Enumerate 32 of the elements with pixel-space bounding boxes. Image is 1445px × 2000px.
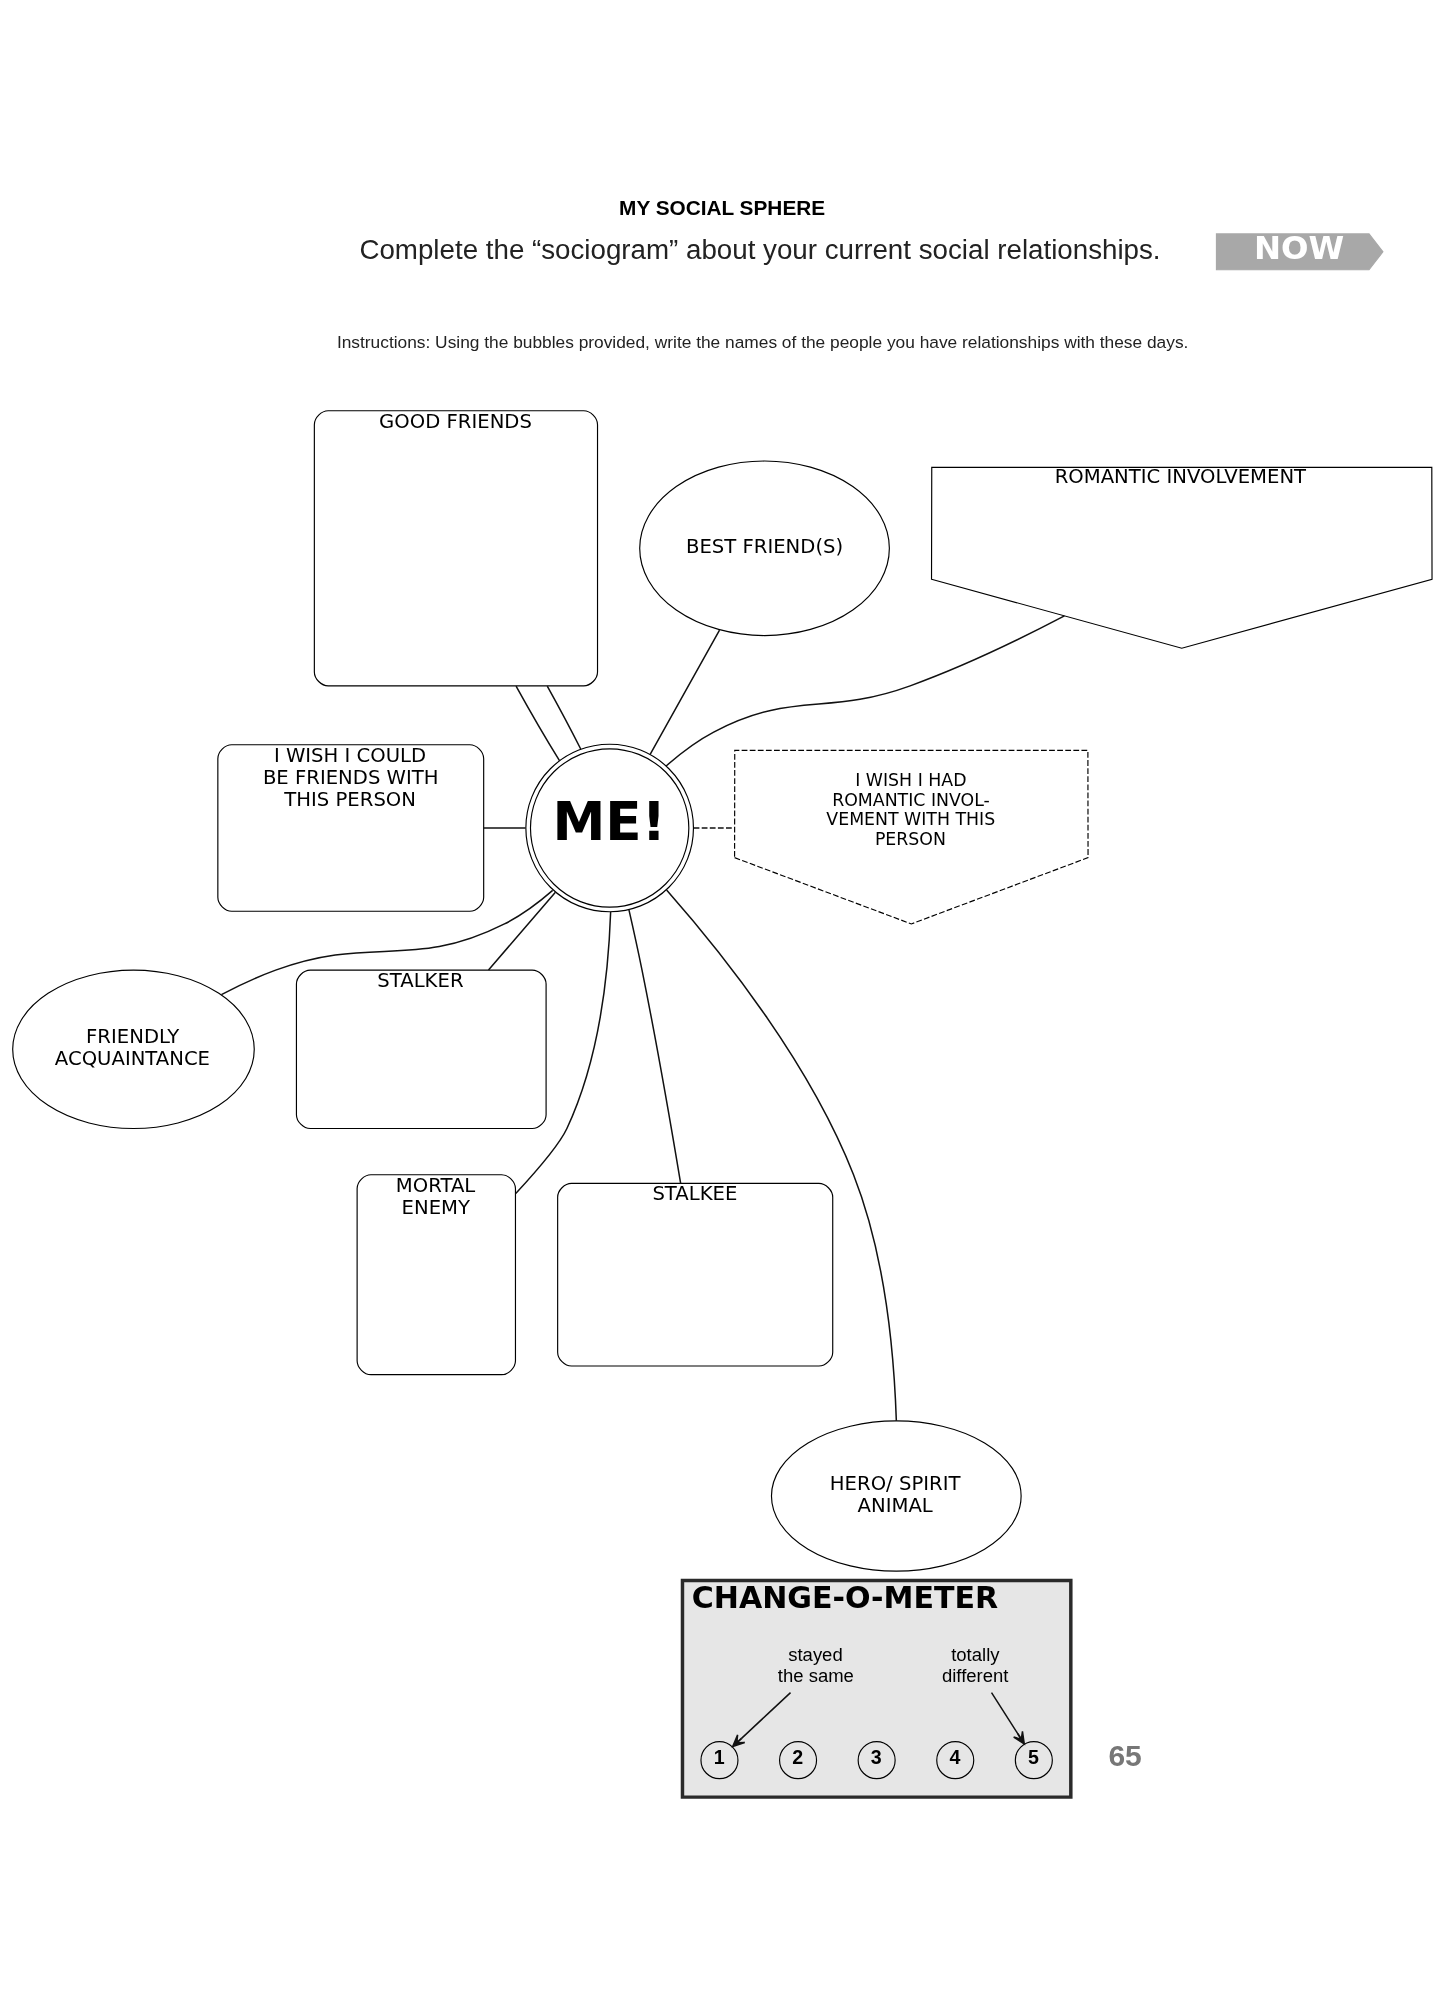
label: Complete the “sociogram” about your current social relationships. [359, 233, 1161, 265]
connector [665, 888, 898, 1422]
node-ellipse: BEST FRIEND(S) [639, 459, 890, 636]
node-ellipse: HERO/ SPIRIT ANIMAL [770, 1419, 1022, 1572]
node-text: stayed the same [777, 1643, 854, 1686]
node-circle: 2 [778, 1740, 818, 1779]
node-box: I WISH I COULD BE FRIENDS WITH THIS PERSON [217, 743, 485, 912]
connector [220, 889, 554, 995]
label: 65 [1108, 1738, 1142, 1772]
node-ellipse: FRIENDLY ACQUAINTANCE [12, 969, 255, 1129]
node-circle: 1 [700, 1740, 739, 1779]
connector [487, 890, 557, 971]
arrow [731, 1691, 792, 1747]
connector [649, 628, 721, 755]
node-circle: 3 [857, 1740, 896, 1779]
node-box: MORTAL ENEMY [356, 1173, 517, 1375]
connector [665, 614, 1066, 767]
connector [515, 910, 612, 1194]
node-box: STALKEE [557, 1182, 834, 1367]
label: Instructions: Using the bubbles provided, write the names of the people you have relationships with these days. [336, 331, 1189, 352]
node-box: GOOD FRIENDS [313, 409, 599, 686]
connector [628, 908, 682, 1184]
node-box: STALKER [295, 969, 547, 1129]
arrow [990, 1691, 1026, 1745]
node-text: totally different [941, 1643, 1009, 1686]
node-circle: 4 [936, 1740, 975, 1779]
diagram-title: MY SOCIAL SPHERE [619, 195, 826, 219]
node-circle: 5 [1014, 1740, 1053, 1779]
connector [483, 826, 527, 829]
node-circle: ME! [525, 743, 695, 912]
connector [515, 684, 561, 761]
connector [546, 684, 582, 750]
